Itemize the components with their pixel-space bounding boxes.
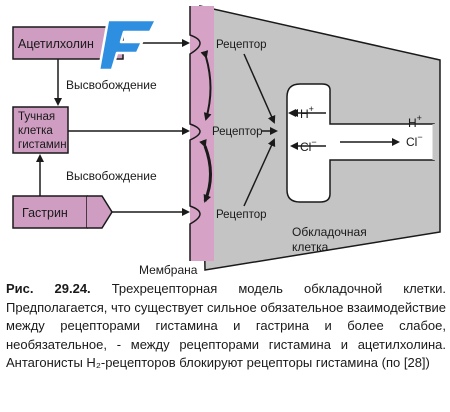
caption-body: Трехрецепторная модель обкладочной клетк… [6, 281, 446, 371]
mast-cell-label-line1: Тучная [18, 111, 55, 123]
arrow-receptor-top-to-center [243, 53, 276, 124]
mast-cell-label-line2: клетка [18, 125, 53, 137]
membrane-label: Мембрана [139, 263, 198, 277]
logo-f: F [0, 0, 158, 72]
membrane-curved-arrow-bottom [199, 138, 212, 203]
parietal-cell-label-line1: Обкладочная [292, 225, 367, 239]
gastrin-chevron [87, 195, 113, 229]
receptor-top-label: Рецептор [216, 39, 267, 51]
release-label-bottom: Высвобождение [66, 169, 157, 183]
caption-lead: Рис. 29.24. [6, 281, 91, 296]
ion-cl-inner: Cl− [300, 137, 317, 154]
gastrin-label: Гастрин [22, 206, 68, 220]
figure-caption: Рис. 29.24. Трехрецепторная модель обкла… [6, 280, 446, 373]
ion-cl-outer: Cl− [406, 132, 423, 149]
svg-text:F: F [0, 0, 1, 1]
mast-cell-label-line3: гистамин [18, 139, 67, 151]
ion-h-outer: H+ [408, 113, 422, 130]
membrane-curved-arrow-top [200, 50, 212, 121]
arrow-receptor-bottom-to-center [243, 138, 276, 207]
gastrin-box [12, 195, 88, 229]
receptor-bottom-label: Рецептор [216, 209, 267, 221]
release-label-top: Высвобождение [66, 78, 157, 92]
membrane [190, 6, 214, 261]
receptor-middle-label: Рецептор [212, 126, 263, 138]
membrane-left-edge [189, 6, 201, 261]
parietal-cell-diagram: Ацетилхолин Тучная клетка гистамин Гастр… [0, 0, 441, 277]
acetylcholine-label: Ацетилхолин [18, 37, 94, 51]
ion-h-inner: H+ [300, 104, 314, 121]
parietal-cell-label-line2: клетка [292, 240, 329, 254]
mast-cell-box [12, 106, 69, 154]
